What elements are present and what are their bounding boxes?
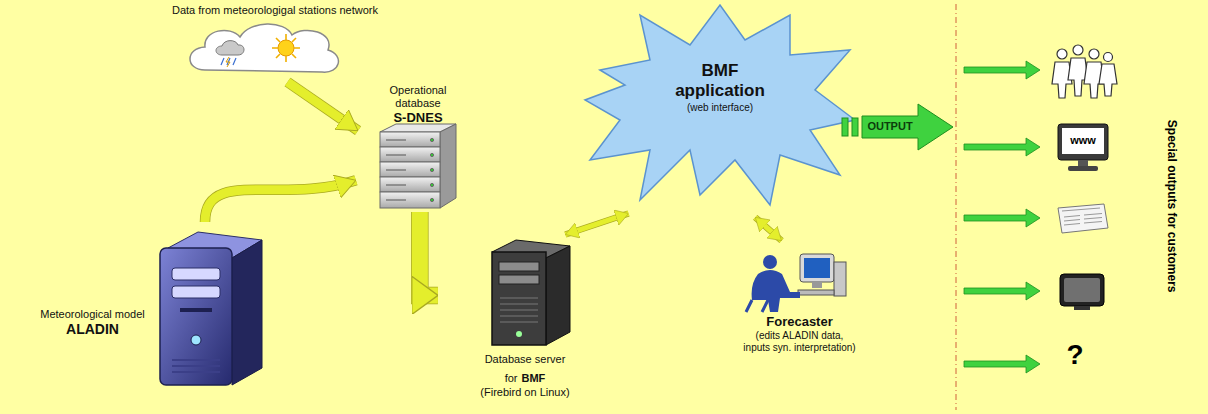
text-block: Meteorological modelALADIN [15, 308, 170, 338]
flow-arrow [205, 180, 356, 222]
node-text: BMF [522, 372, 546, 384]
divider-line [956, 4, 957, 410]
model-server-icon [160, 232, 262, 385]
forecaster-icon [746, 254, 846, 312]
node-title: Data from meteorologigal stations networ… [150, 4, 400, 17]
node-title: BMF application [665, 61, 775, 102]
output-arrow [842, 104, 953, 150]
application-burst [585, 5, 855, 205]
arrow-body [205, 180, 356, 222]
flow-arrow [565, 213, 628, 234]
arrow-outline [755, 217, 781, 240]
model-server: Meteorological modelALADIN [15, 222, 265, 387]
monitor-icon [1058, 124, 1108, 171]
people-icon [1052, 45, 1117, 98]
arrow-body [420, 212, 438, 295]
flow-arrow [288, 82, 359, 131]
text-block: BMF application(web interface) [665, 61, 775, 114]
cloud-icon [190, 24, 338, 72]
unknown-output-mark: ? [1060, 338, 1090, 372]
text-block: Forecaster(edits ALADIN data, inputs syn… [742, 314, 857, 354]
database-rack-icon [380, 124, 456, 208]
node-title: Operational database [372, 84, 464, 110]
arrow-body [565, 213, 628, 234]
text-block: Data from meteorologigal stations networ… [150, 4, 400, 17]
database-server: Database server forBMF(Firebird on Linux… [460, 238, 590, 402]
flow-arrow [420, 212, 438, 295]
arrow-outline [565, 213, 628, 234]
text-line: Database server forBMF [478, 348, 572, 386]
station-cloud: Data from meteorologigal stations networ… [150, 2, 400, 82]
application-node: BMF application(web interface) [585, 5, 855, 210]
database-server-icon [492, 240, 570, 345]
node-text: S-DNES [372, 110, 464, 126]
text-block: Database server forBMF(Firebird on Linux… [478, 348, 572, 400]
output-arrows [964, 61, 1040, 373]
node-text: ALADIN [15, 321, 170, 338]
newspaper-icon [1058, 204, 1108, 233]
node-title: Meteorological model [15, 308, 170, 321]
forecaster: Forecaster(edits ALADIN data, inputs syn… [715, 248, 885, 368]
flow-arrow [755, 217, 781, 240]
node-text: (edits ALADIN data, inputs syn. interpre… [742, 330, 857, 354]
node-title: Forecaster [742, 314, 857, 330]
node-text: (Firebird on Linux) [478, 386, 572, 399]
arrow-outline [420, 212, 438, 295]
arrow-outline [205, 180, 356, 222]
output-label: OUTPUT [864, 120, 916, 133]
arrow-body [755, 217, 781, 240]
node-text: (web interface) [665, 102, 775, 114]
www-text: www [1063, 134, 1103, 147]
tv-icon [1060, 274, 1104, 310]
text-block: Operational databaseS-DNES [372, 84, 464, 126]
database-rack: Operational databaseS-DNES [372, 84, 464, 212]
arrow-body [288, 82, 359, 131]
side-heading: Special outputs for customers [1165, 56, 1179, 356]
arrow-outline [288, 82, 359, 131]
